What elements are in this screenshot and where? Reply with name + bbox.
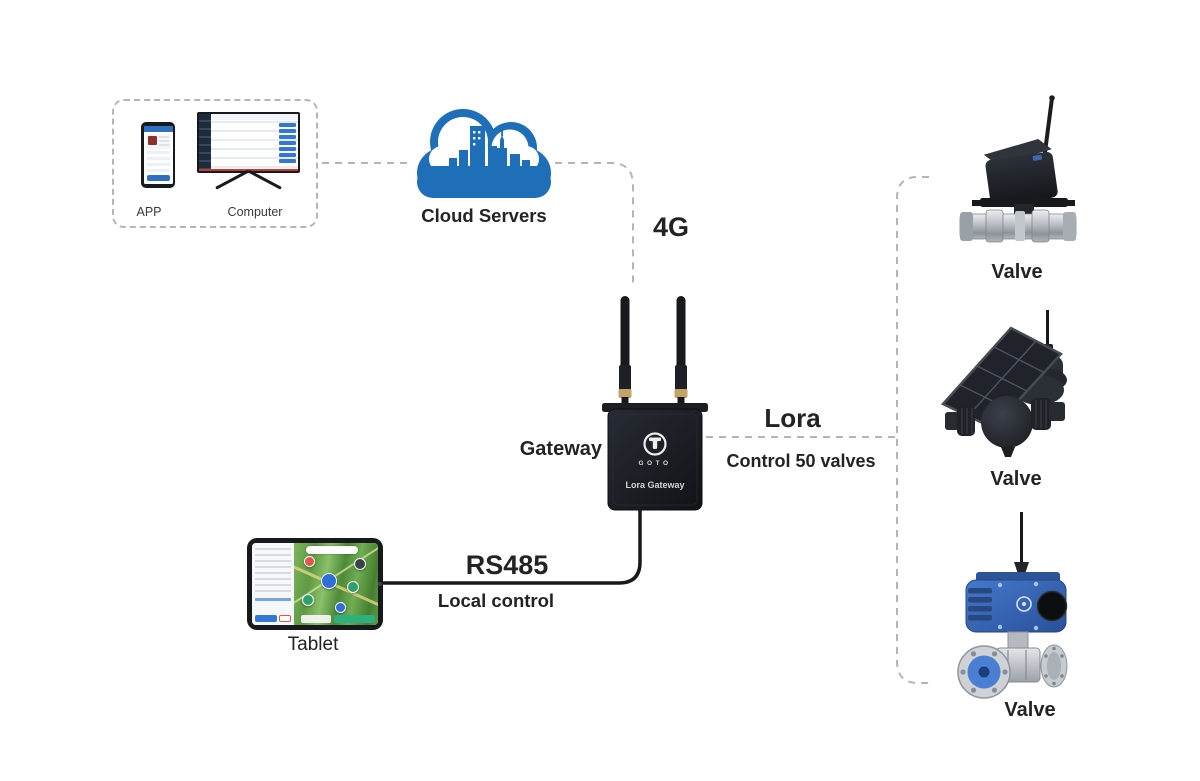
tablet-blue-button (255, 615, 277, 622)
solar-ball-valve-icon (940, 310, 1067, 457)
map-button-green (333, 615, 376, 623)
phone-app-card (145, 134, 171, 149)
tablet-map-icon (247, 538, 383, 630)
map-marker-blue-main (320, 572, 337, 589)
link-lora-label: Lora (764, 403, 821, 433)
map-bottom-buttons (300, 615, 376, 623)
map-search-pill (305, 546, 358, 554)
phone-app-button (146, 175, 170, 181)
map-marker-green-1 (346, 580, 359, 593)
valve1-actuator (983, 139, 1058, 206)
link-4g-label: 4G (652, 212, 690, 242)
valve3-stem (1007, 631, 1029, 649)
tablet-camera-dot (378, 582, 382, 586)
client-devices-group-box (112, 99, 318, 228)
link-rs485-sublabel: Local control (437, 590, 555, 611)
valve-2-label: Valve (990, 468, 1042, 490)
tablet-field-map (294, 543, 378, 625)
gateway-body-edge (612, 413, 698, 506)
link-rs485-label: RS485 (465, 550, 549, 580)
monitor-dashboard-sidebar (199, 114, 211, 171)
monitor-screen (197, 112, 300, 173)
gateway-brand-text: GOTO (638, 460, 671, 467)
phone-app-textlines (158, 136, 169, 147)
cloud-servers-label: Cloud Servers (421, 205, 547, 226)
phone-app-thumbnail (147, 136, 157, 145)
tablet-data-panel (252, 543, 294, 625)
map-marker-green-2 (301, 593, 314, 606)
smartphone-icon (141, 122, 175, 188)
gateway-antenna-left (618, 296, 632, 405)
phone-app-rows (146, 151, 170, 172)
lora-gateway-icon: GOTO Lora Gateway (602, 296, 708, 511)
phone-app-header (143, 126, 173, 132)
link-lora-sublabel: Control 50 valves (726, 451, 876, 471)
valve2-solar-panel (940, 326, 1064, 430)
valve3-actuator (965, 572, 1068, 633)
cloud-city-icon (417, 109, 551, 198)
connector-cloud-gateway (555, 162, 634, 288)
valve3-antenna (1020, 512, 1023, 564)
valve1-pipe (959, 209, 1077, 243)
tablet-panel-rows (255, 546, 291, 596)
gateway-antenna-right (674, 296, 688, 405)
phone-screen (143, 126, 173, 184)
tablet-screen (252, 543, 378, 625)
gateway-device-name-text: Lora Gateway (625, 480, 684, 490)
map-marker-blue-2 (335, 602, 347, 614)
computer-label: Computer (227, 205, 283, 219)
tablet-panel-buttons (255, 615, 291, 622)
map-marker-dark (354, 557, 367, 570)
valve3-flanged-valve (957, 644, 1068, 699)
valve1-base-plate (980, 198, 1068, 207)
electric-actuator-valve-icon (957, 512, 1068, 699)
monitor-icon (197, 112, 300, 192)
building-windows (473, 131, 481, 146)
gateway-body (607, 408, 703, 511)
connector-valve-branch (896, 176, 929, 684)
city-skyline (449, 126, 530, 172)
tablet-panel-highlight-row (255, 598, 291, 601)
cable-tablet-gateway (382, 503, 642, 585)
map-button-white (300, 615, 331, 623)
monitor-dashboard-content (211, 114, 298, 171)
valve-1-label: Valve (991, 261, 1043, 283)
map-marker-red (304, 556, 316, 568)
tablet-ghost-button (279, 615, 291, 622)
valve2-ball-valve (945, 396, 1065, 457)
valve2-antenna (1046, 310, 1049, 346)
tablet-label: Tablet (287, 634, 339, 655)
monitor-dashboard-buttons (279, 123, 296, 163)
goto-logo-icon (643, 432, 667, 456)
app-label: APP (136, 205, 162, 219)
wireless-pipe-valve-icon (959, 95, 1077, 243)
valve1-antenna (1043, 96, 1054, 154)
gateway-label: Gateway (519, 438, 602, 460)
valve-3-label: Valve (1004, 699, 1056, 721)
